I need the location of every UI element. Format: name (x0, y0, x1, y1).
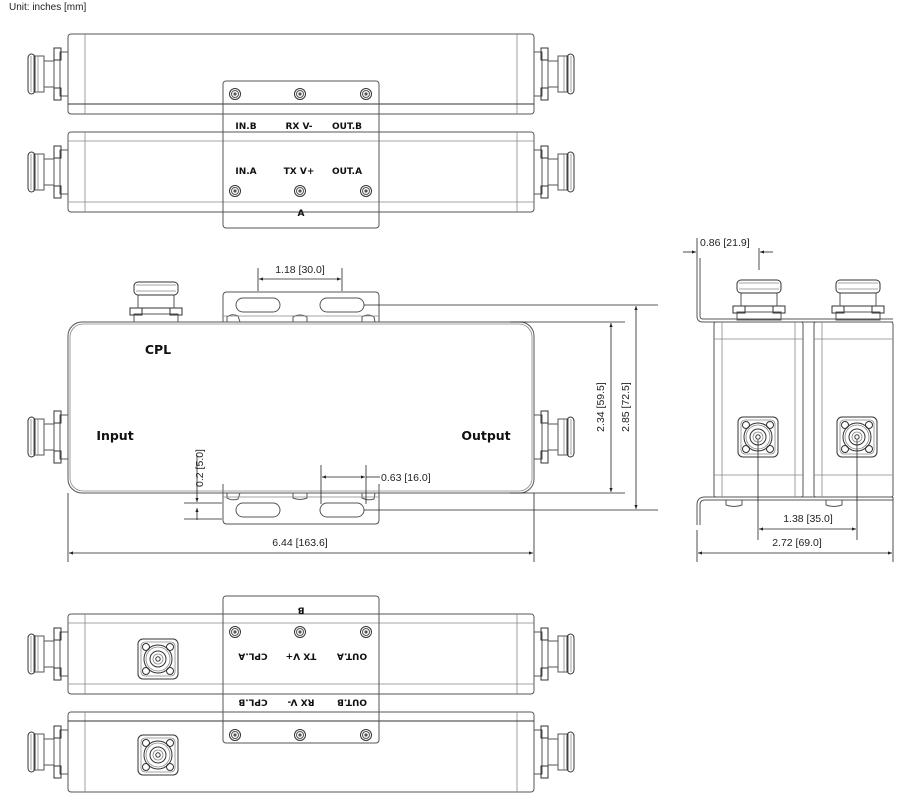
screw-icon (360, 88, 372, 100)
bracket-slot (319, 297, 365, 313)
dim-overall-height: 2.85 [72.5] (620, 306, 638, 509)
side-view: 0.86 [21.9] 1.38 [35.0] 2.72 [69.0] (683, 237, 894, 562)
label-out-a: OUT.A (332, 167, 362, 177)
svg-text:6.44 [163.6]: 6.44 [163.6] (272, 537, 328, 549)
connector-output (533, 410, 575, 464)
connector-in-b (27, 47, 69, 101)
connector-out-b (533, 47, 575, 101)
svg-text:0.86 [21.9]: 0.86 [21.9] (700, 237, 750, 249)
connector-bottom-b-left (27, 725, 69, 779)
label-tx-v-plus: TX V+ (286, 651, 317, 661)
screw-icon (229, 729, 241, 741)
connector-out-a (533, 145, 575, 199)
n-flange-connector-icon (137, 638, 179, 680)
control-plate-b (222, 595, 380, 744)
label-cpl-b: CPL.B (238, 697, 267, 707)
svg-text:0.63 [16.0]: 0.63 [16.0] (381, 472, 431, 484)
label-output: Output (461, 428, 510, 443)
view-letter-b: B (297, 605, 304, 615)
dim-overall-width: 2.72 [69.0] (696, 497, 894, 562)
dim-bracket-to-connector: 0.86 [21.9] (683, 237, 773, 270)
screw-icon (229, 185, 241, 197)
label-out-a: OUT.A (337, 651, 367, 661)
side-bracket-bottom (696, 496, 893, 525)
bracket-slot (319, 502, 365, 518)
screw-icon (229, 88, 241, 100)
bracket-top (222, 291, 380, 322)
dim-slot-length: 0.63 [16.0] (320, 465, 431, 504)
dim-overall-length: 6.44 [163.6] (67, 493, 535, 562)
dim-connector-pitch: 1.38 [35.0] (757, 440, 858, 540)
label-out-b: OUT.B (337, 697, 367, 707)
bracket-bottom (222, 484, 380, 525)
label-rx-v-minus: RX V- (285, 122, 312, 132)
svg-text:2.72 [69.0]: 2.72 [69.0] (772, 537, 822, 549)
label-cpl: CPL (145, 342, 171, 357)
svg-text:1.18 [30.0]: 1.18 [30.0] (275, 264, 325, 276)
label-input: Input (96, 428, 133, 443)
connector-bottom-a-left (27, 627, 69, 681)
label-out-b: OUT.B (332, 122, 362, 132)
dim-body-height: 2.34 [59.5] (595, 323, 613, 492)
front-view: CPL Input Output 1.18 [30.0] 2.34 [59.5]… (27, 264, 658, 562)
svg-text:1.38 [35.0]: 1.38 [35.0] (783, 513, 833, 525)
side-unit-left (713, 321, 804, 498)
connector-input (27, 410, 69, 464)
bottom-view: B OUT.A TX V+ CPL.A OUT.B RX V- CPL.B (27, 595, 575, 793)
label-tx-v-plus: TX V+ (284, 167, 315, 177)
coupler-body (67, 321, 535, 494)
n-flange-connector-icon (137, 734, 179, 776)
top-view: IN.B RX V- OUT.B IN.A TX V+ OUT.A A (27, 33, 575, 229)
view-letter-a: A (298, 209, 305, 219)
label-rx-v-minus: RX V- (287, 697, 314, 707)
screw-icon (294, 729, 306, 741)
connector-bottom-a-right (533, 627, 575, 681)
screw-icon (360, 729, 372, 741)
bottom-view-unit-a (27, 613, 575, 695)
control-plate-a (222, 80, 380, 229)
svg-text:2.85 [72.5]: 2.85 [72.5] (620, 382, 632, 432)
bottom-view-unit-b (27, 711, 575, 793)
bracket-slot (235, 502, 281, 518)
dim-slot-pitch: 1.18 [30.0] (257, 264, 343, 291)
svg-text:2.34 [59.5]: 2.34 [59.5] (595, 382, 607, 432)
label-in-a: IN.A (235, 167, 256, 177)
top-view-unit-b (27, 33, 575, 115)
side-unit-right (813, 321, 894, 498)
bracket-slot (235, 297, 281, 313)
unit-label: Unit: inches [mm] (9, 2, 87, 13)
label-cpl-a: CPL.A (238, 651, 267, 661)
screw-icon (360, 626, 372, 638)
dim-bracket-offset: 0.2 [5.0] (184, 449, 222, 520)
screw-icon (294, 185, 306, 197)
top-view-unit-a (27, 131, 575, 213)
screw-icon (229, 626, 241, 638)
connector-cpl (129, 281, 183, 323)
screw-icon (360, 185, 372, 197)
connector-top-left (732, 279, 786, 321)
screw-icon (294, 626, 306, 638)
side-bracket-top (696, 258, 893, 323)
label-in-b: IN.B (235, 122, 256, 132)
svg-text:0.2 [5.0]: 0.2 [5.0] (194, 449, 206, 487)
screw-icon (294, 88, 306, 100)
connector-in-a (27, 145, 69, 199)
connector-top-right (831, 279, 885, 321)
connector-bottom-b-right (533, 725, 575, 779)
